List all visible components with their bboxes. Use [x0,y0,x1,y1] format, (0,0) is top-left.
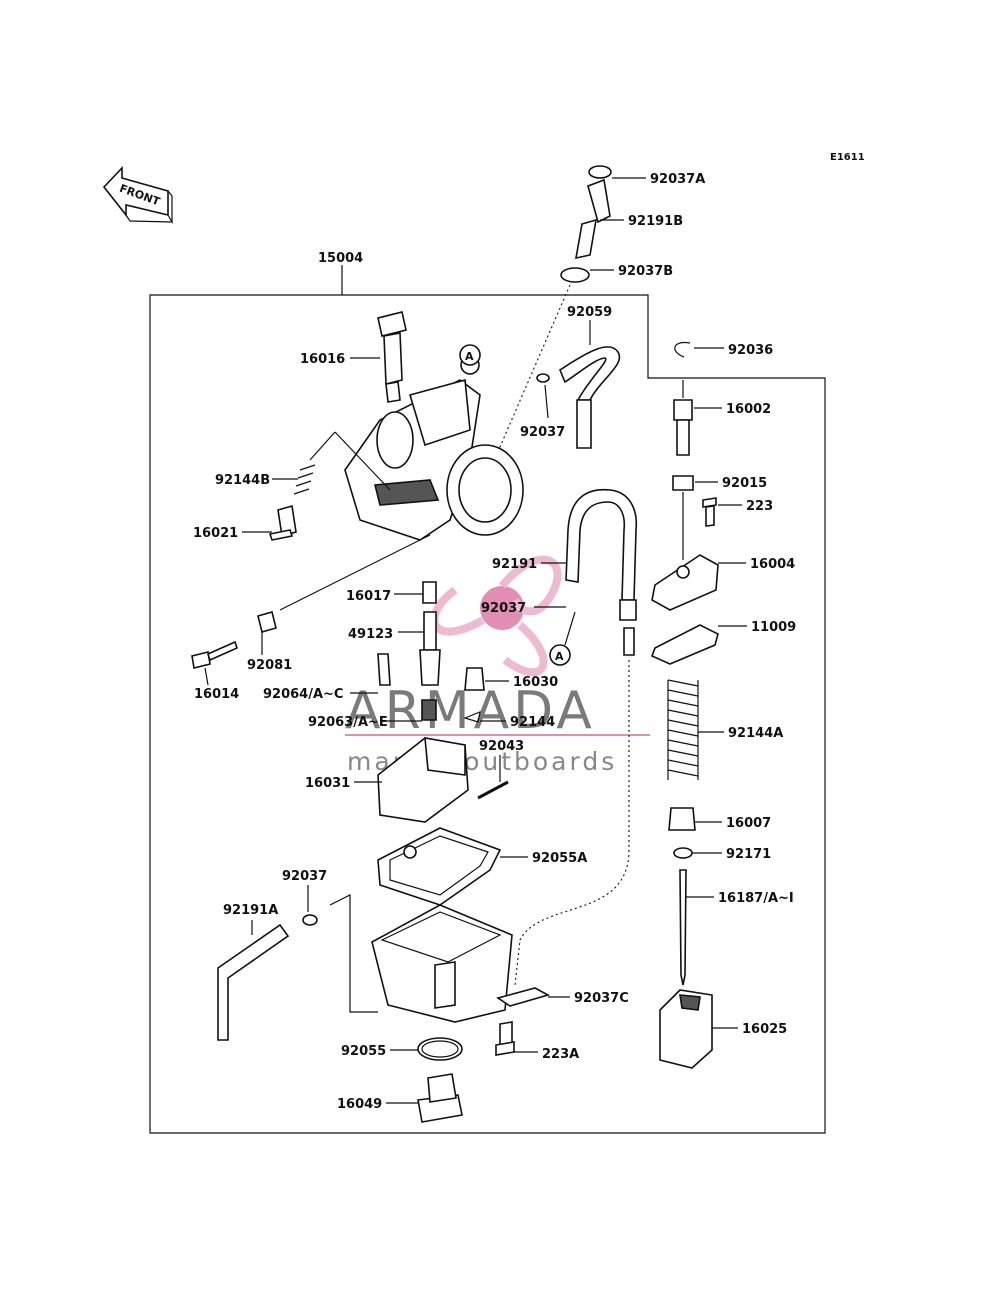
part-label-p-92037A: 92037A [650,172,705,187]
part-label-p-92064: 92064/A~C [263,687,343,702]
part-label-p-16025: 16025 [742,1022,787,1037]
part-label-p-92055A: 92055A [532,851,587,866]
part-label-p-16016: 16016 [300,352,345,367]
callout-a-top [459,344,481,366]
float-bowl [371,904,513,1023]
part-label-p-223A: 223A [542,1047,579,1062]
callout-a-top-label: A [465,350,474,363]
part-label-p-16021: 16021 [193,526,238,541]
part-label-p-92171: 92171 [726,847,771,862]
spring-92144A-icon [667,679,699,780]
part-label-p-92191B: 92191B [628,214,683,229]
part-label-p-92043: 92043 [479,739,524,754]
front-arrow-icon: FRONT [102,165,173,225]
leader-line-p-16014 [204,667,209,686]
part-label-p-11009: 11009 [751,620,796,635]
part-label-p-16031: 16031 [305,776,350,791]
callout-a-mid [549,644,571,666]
part-label-p-92037-mid: 92037 [481,601,526,616]
callout-a-mid-label: A [555,650,564,663]
part-label-p-92144: 92144 [510,715,555,730]
part-label-p-16014: 16014 [194,687,239,702]
part-label-p-92015: 92015 [722,476,767,491]
part-label-p-49123: 49123 [348,627,393,642]
part-label-p-92037-low: 92037 [282,869,327,884]
watermark-brand: ARMADA [345,681,596,741]
part-label-p-92037B: 92037B [618,264,673,279]
part-label-p-223: 223 [746,499,773,514]
part-label-p-92191A: 92191A [223,903,278,918]
part-label-p-92037C: 92037C [574,991,629,1006]
part-label-p-16004: 16004 [750,557,795,572]
diagram-code: E1611 [830,152,865,163]
assembly-frame [149,294,826,1134]
part-label-p-16030: 16030 [513,675,558,690]
part-label-p-92144B: 92144B [215,473,270,488]
part-label-p-16187: 16187/A~I [718,891,794,906]
leader-line-p-92037-top [544,384,549,419]
part-label-p-92191: 92191 [492,557,537,572]
part-label-p-92055: 92055 [341,1044,386,1059]
part-label-p-16017: 16017 [346,589,391,604]
part-label-p-92063: 92063/A~E [308,715,388,730]
part-label-p-92081: 92081 [247,658,292,673]
part-label-p-92059: 92059 [567,305,612,320]
part-label-p-15004: 15004 [318,251,363,266]
part-label-p-16002: 16002 [726,402,771,417]
part-label-p-16049: 16049 [337,1097,382,1112]
armada-logo [345,555,650,736]
part-label-p-92144A: 92144A [728,726,783,741]
part-label-p-92036: 92036 [728,343,773,358]
part-label-p-92037-top: 92037 [520,425,565,440]
part-label-p-16007: 16007 [726,816,771,831]
part-labels: 92037A92191B92037B1500492059920361601616… [193,172,796,1112]
carburetor-body [344,355,524,541]
